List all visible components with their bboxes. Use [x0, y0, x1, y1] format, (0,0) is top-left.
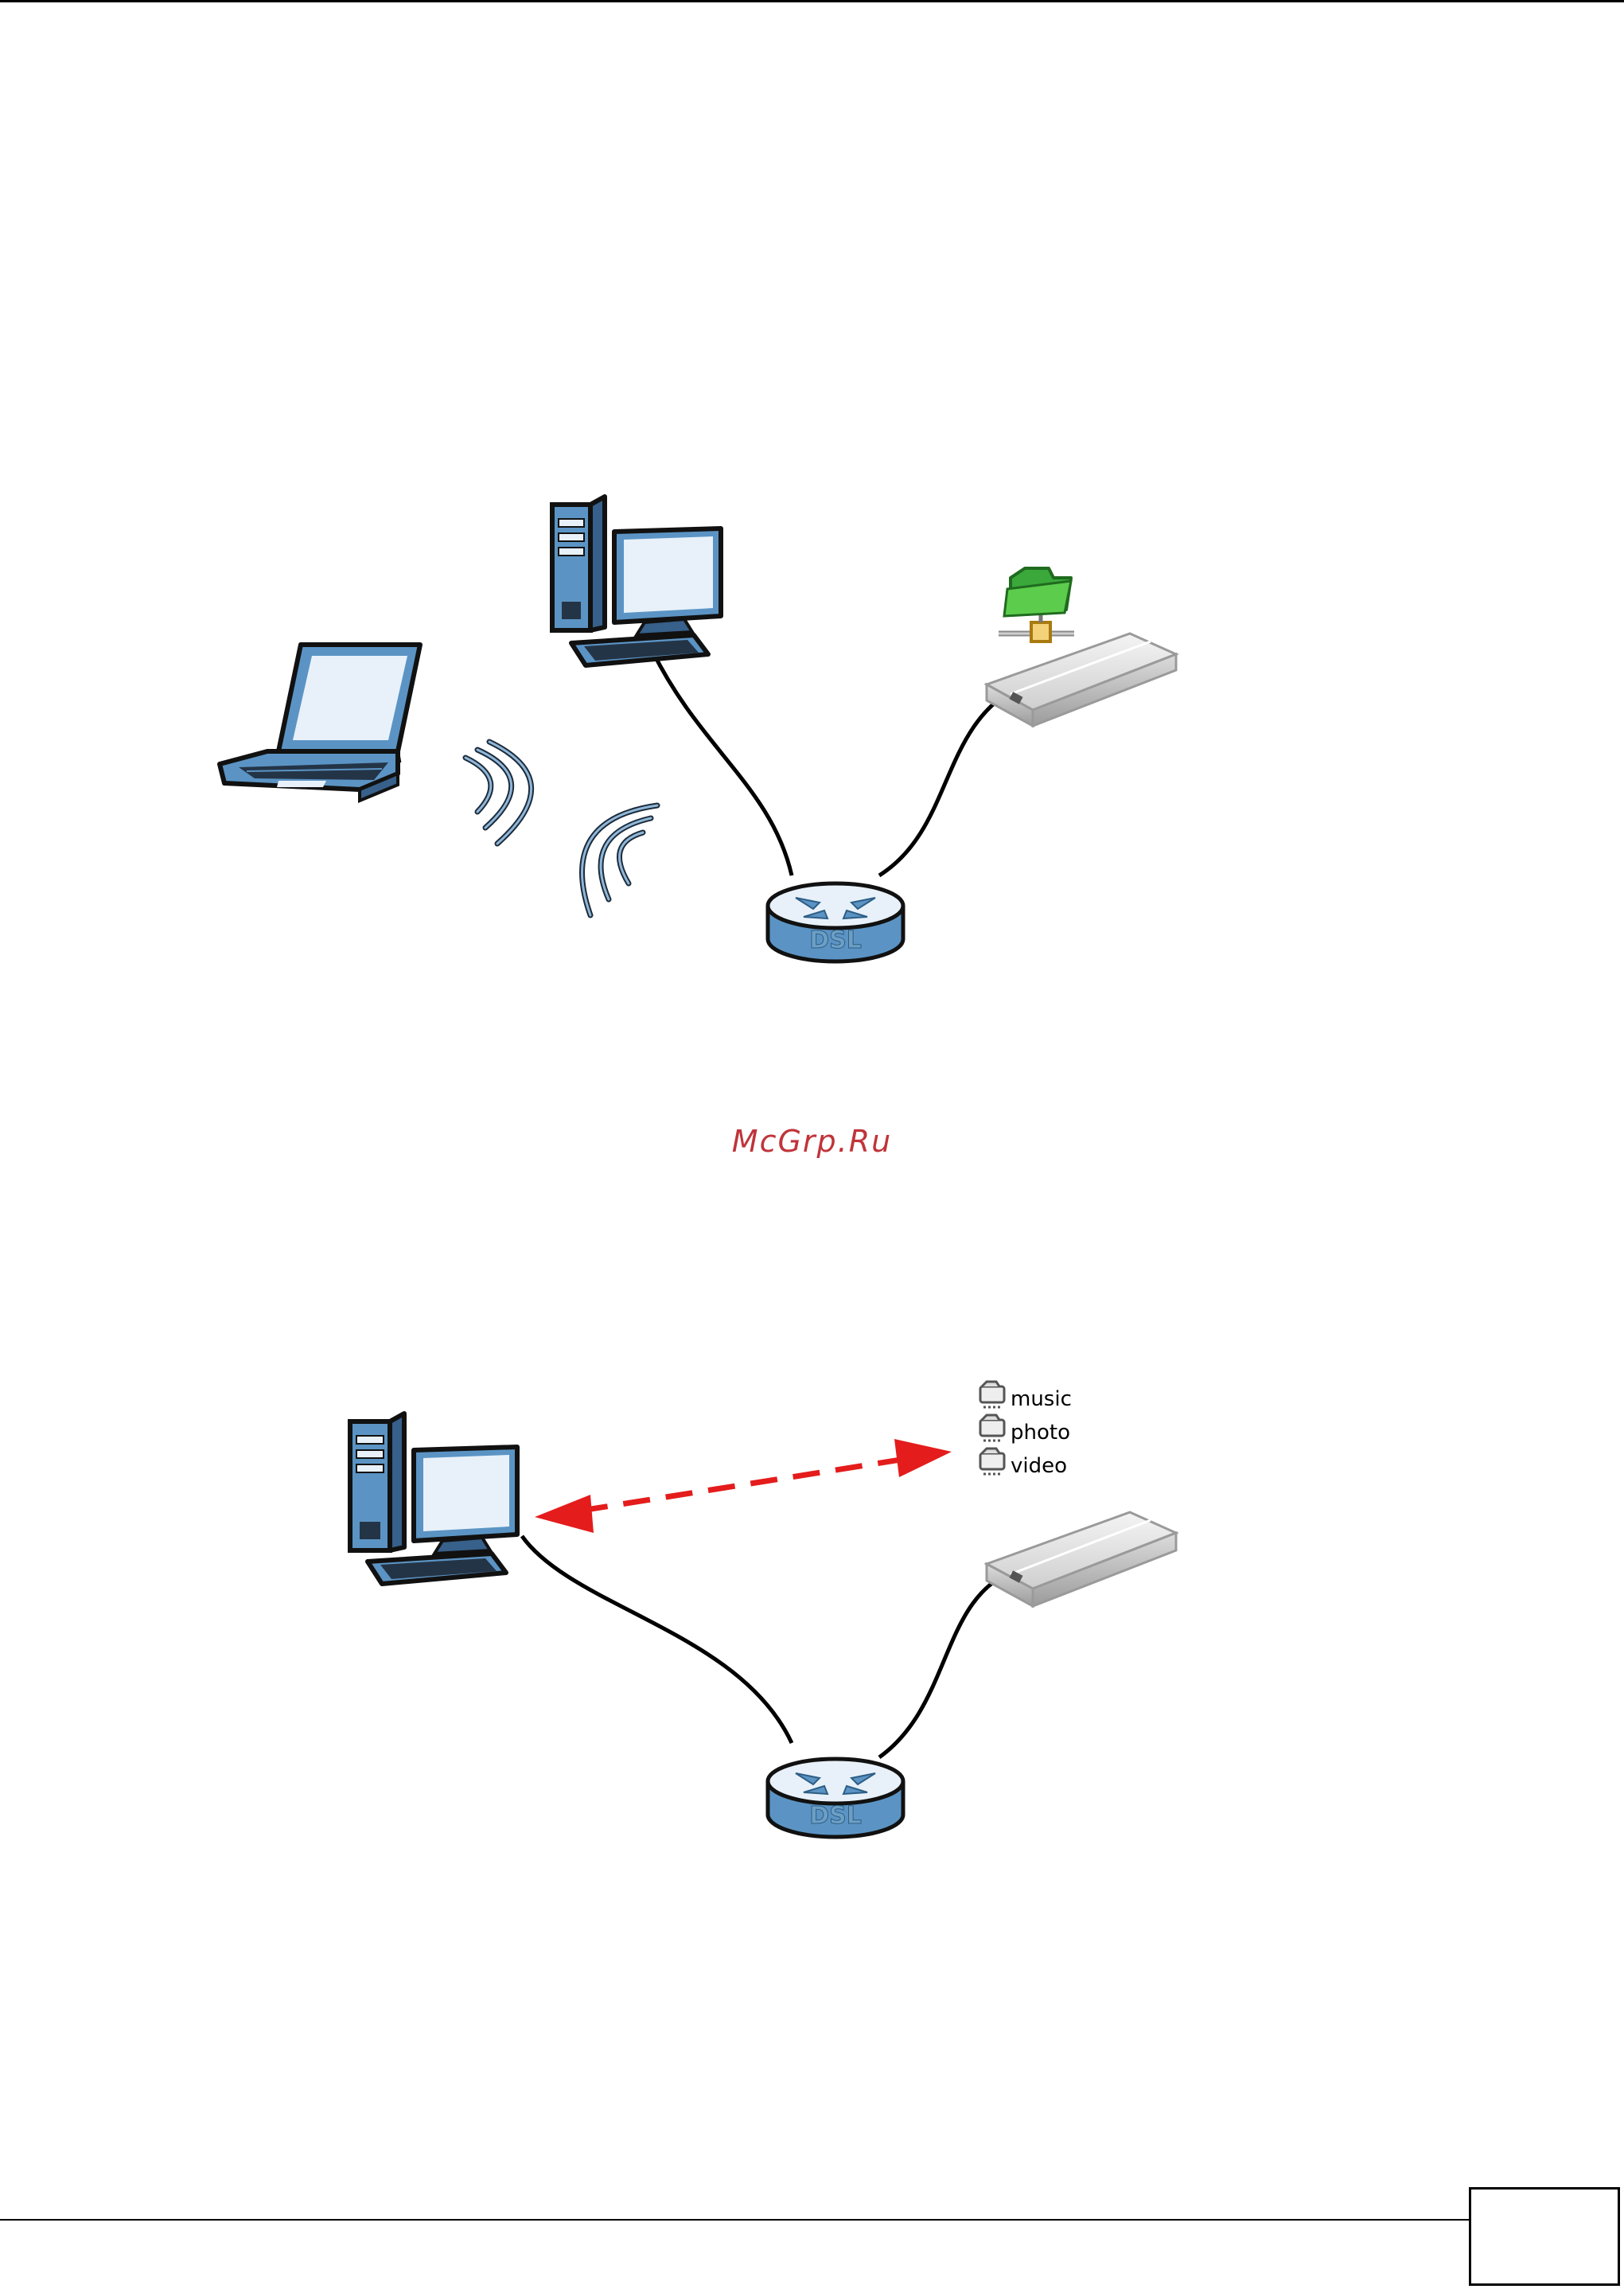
router-label: DSL: [809, 1802, 862, 1830]
footer-rule: [0, 2219, 1469, 2221]
page-number-box: [1469, 2187, 1620, 2286]
cable-router-to-storage: [879, 1568, 1022, 1757]
wireless-signal-icon: [465, 742, 657, 915]
network-folder-icon: [980, 1382, 1004, 1407]
shared-folder-icon: [999, 568, 1074, 641]
network-diagram-bottom: music photo video: [0, 1353, 1624, 1870]
desktop-computer-icon: [552, 497, 721, 665]
folder-label-music: music: [1011, 1387, 1072, 1411]
shared-folder-photo: photo: [980, 1415, 1070, 1445]
laptop-icon: [220, 645, 420, 801]
external-storage-icon: [987, 634, 1176, 726]
network-folder-icon: [980, 1449, 1004, 1474]
desktop-computer-icon: [350, 1414, 517, 1584]
external-storage-icon: [987, 1512, 1176, 1606]
dsl-router-icon: DSL: [768, 1759, 903, 1837]
folder-label-photo: photo: [1011, 1421, 1070, 1445]
network-diagram-top: DSL: [0, 446, 1624, 1003]
file-access-arrow: [535, 1439, 952, 1533]
router-label: DSL: [809, 926, 862, 954]
shared-folder-list: music photo video: [980, 1382, 1072, 1478]
cable-router-to-storage: [879, 684, 1022, 875]
network-folder-icon: [980, 1415, 1004, 1441]
cable-desktop-to-router: [652, 651, 792, 875]
cable-desktop-to-router: [522, 1536, 792, 1743]
shared-folder-music: music: [980, 1382, 1072, 1411]
top-rule: [0, 0, 1624, 2]
folder-label-video: video: [1011, 1454, 1067, 1478]
watermark-text: McGrp.Ru: [0, 1124, 1624, 1159]
dsl-router-icon: DSL: [768, 883, 903, 961]
shared-folder-video: video: [980, 1449, 1067, 1478]
